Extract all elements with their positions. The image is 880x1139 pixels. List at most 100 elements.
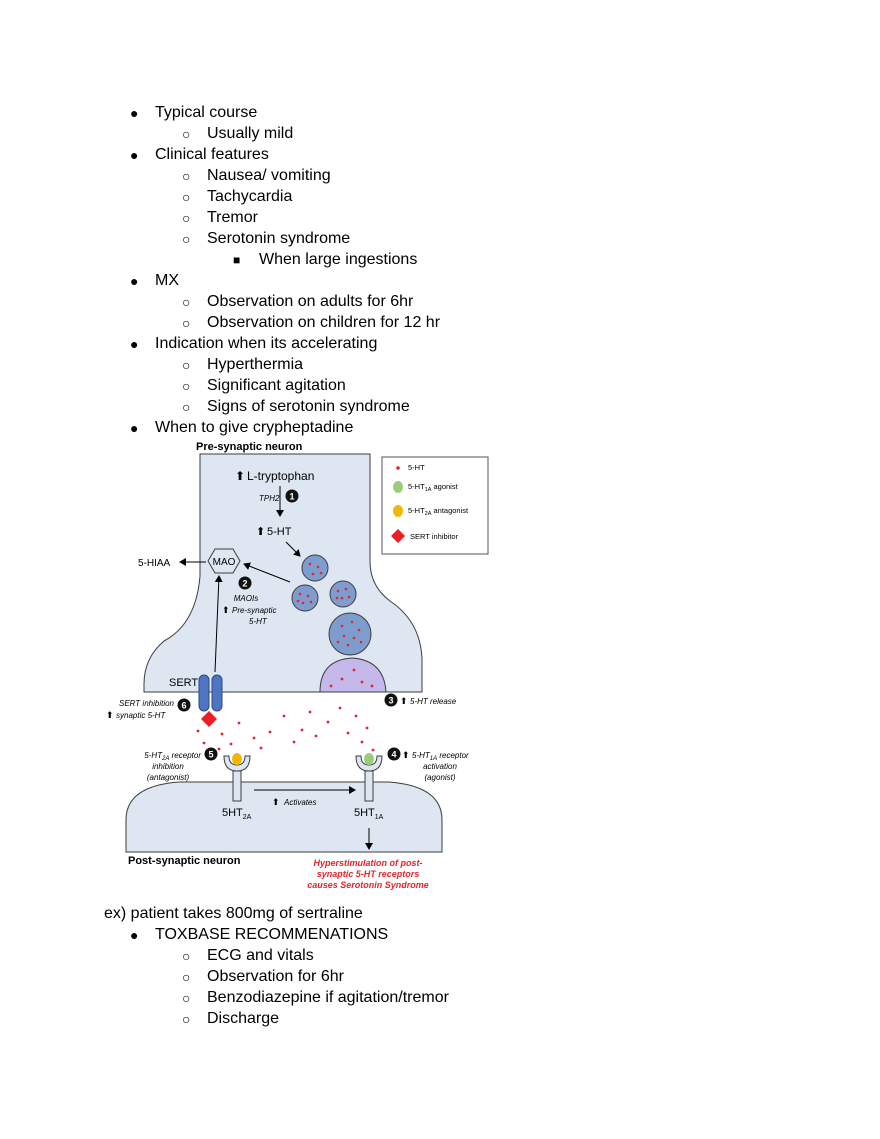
receptor-2a-stem xyxy=(232,770,242,802)
vesicle xyxy=(301,554,329,582)
sert-inhibition-line1: SERT inhibition xyxy=(119,699,175,708)
ltryptophan-label: L-tryptophan xyxy=(247,469,314,483)
legend-serotonin-dot xyxy=(396,466,400,470)
release-label: 5-HT release xyxy=(410,697,457,706)
receptor-1a-caption-line1: 5-HT1A receptor xyxy=(412,751,469,762)
up-arrow-icon: ⬆ xyxy=(400,696,408,706)
presynaptic-neuron-shape xyxy=(143,453,423,693)
list-item: Tachycardia xyxy=(207,188,293,205)
receptor-1a-shape xyxy=(355,755,383,772)
legend-agonist-swatch xyxy=(393,481,403,493)
list-item: Signs of serotonin syndrome xyxy=(207,398,410,415)
legend-sert-inhibitor-label: SERT inhibitor xyxy=(410,532,459,541)
maois-label: MAOIs xyxy=(234,594,258,603)
postsynaptic-label: Post-synaptic neuron xyxy=(128,855,241,867)
list-item: Serotonin syndrome xyxy=(207,230,351,247)
bullet-marker: ○ xyxy=(182,357,191,373)
legend-antagonist-label: 5-HT2A antagonist xyxy=(408,506,469,517)
sert-inhibition-line2: synaptic 5-HT xyxy=(116,711,166,720)
vesicle-to-mao-arrow xyxy=(243,562,291,583)
bullet-marker: ○ xyxy=(182,399,191,415)
step-5-number: 5 xyxy=(208,750,213,760)
bullet-marker: ● xyxy=(130,147,139,163)
vesicle xyxy=(291,584,319,612)
bullet-marker: ○ xyxy=(182,210,191,226)
sert-transporter-left xyxy=(198,674,210,712)
step-4-badge xyxy=(387,747,401,761)
list-item: Clinical features xyxy=(155,146,269,163)
serotonin-to-vesicle-arrow xyxy=(285,541,301,557)
bullet-marker: ● xyxy=(130,420,139,436)
hyperstimulation-line3: causes Serotonin Syndrome xyxy=(307,880,429,890)
legend-agonist-label: 5-HT1A agonist xyxy=(408,482,459,493)
receptor-2a-label: 5HT2A xyxy=(222,807,252,821)
serotonin-label: 5-HT xyxy=(267,526,292,538)
presynaptic-label: Pre-synaptic neuron xyxy=(196,441,303,453)
list-item: Hyperthermia xyxy=(207,356,304,373)
list-item: Usually mild xyxy=(207,125,294,142)
step-6-number: 6 xyxy=(181,701,186,711)
activates-label: Activates xyxy=(283,798,316,807)
step-1-number: 1 xyxy=(289,492,294,502)
hyperstimulation-line2: synaptic 5-HT receptors xyxy=(317,869,420,879)
receptor-2a-shape xyxy=(223,755,251,772)
step-5-badge xyxy=(204,747,218,761)
step-2-number: 2 xyxy=(242,579,247,589)
bullet-marker: ■ xyxy=(233,253,241,267)
vesicle-serotonin-dots xyxy=(296,562,363,647)
vesicle xyxy=(328,612,372,656)
list-item: Typical course xyxy=(155,104,258,121)
mao-enzyme-hexagon xyxy=(207,548,241,574)
example-text: ex) patient takes 800mg of sertraline xyxy=(104,905,363,922)
legend-sert-inhibitor-swatch xyxy=(391,529,405,543)
list-item: Significant agitation xyxy=(207,377,346,394)
bullet-marker: ○ xyxy=(182,948,191,964)
mao-label: MAO xyxy=(213,557,236,568)
serotonin-synapse-diagram: Pre-synaptic neuron Post-synaptic neuron… xyxy=(104,436,504,898)
bullet-marker: ○ xyxy=(182,315,191,331)
bullet-marker: ○ xyxy=(182,378,191,394)
receptor-2a-caption-line1: 5-HT2A receptor xyxy=(144,751,201,762)
receptor-2a-caption-line2: inhibition xyxy=(152,762,184,771)
list-item: Tremor xyxy=(207,209,258,226)
postsynaptic-neuron-shape xyxy=(125,781,443,853)
legend-antagonist-swatch xyxy=(393,505,403,517)
list-item: Observation on children for 12 hr xyxy=(207,314,441,331)
sert-reuptake-arrow xyxy=(214,575,223,673)
list-item: TOXBASE RECOMMENATIONS xyxy=(155,926,389,943)
bullet-marker: ○ xyxy=(182,231,191,247)
synapse-figure: Pre-synaptic neuron Post-synaptic neuron… xyxy=(106,441,489,890)
bullet-marker: ○ xyxy=(182,168,191,184)
sert-label: SERT xyxy=(169,677,198,689)
up-arrow-icon: ⬆ xyxy=(235,469,245,483)
receptor-1a-caption-line3: (agonist) xyxy=(424,773,455,782)
list-item: When to give crypheptadine xyxy=(155,419,354,436)
up-arrow-icon: ⬆ xyxy=(272,797,280,807)
presynaptic-5ht-line2: 5-HT xyxy=(249,617,268,626)
step-6-badge xyxy=(177,698,191,712)
list-item: MX xyxy=(155,272,179,289)
release-zone xyxy=(319,657,387,693)
antagonist-ligand xyxy=(232,753,242,765)
up-arrow-icon: ⬆ xyxy=(256,526,265,538)
synaptic-serotonin-dots xyxy=(196,706,375,752)
bullet-marker: ○ xyxy=(182,969,191,985)
bullet-marker: ● xyxy=(130,336,139,352)
bullet-marker: ● xyxy=(130,927,139,943)
sert-inhibitor-diamond xyxy=(201,711,217,727)
bullet-marker: ○ xyxy=(182,990,191,1006)
5hiaa-label: 5-HIAA xyxy=(138,558,171,569)
step-3-badge xyxy=(384,693,398,707)
bullet-marker: ○ xyxy=(182,189,191,205)
list-item: Benzodiazepine if agitation/tremor xyxy=(207,989,449,1006)
step-4-number: 4 xyxy=(391,750,396,760)
bullet-marker: ○ xyxy=(182,1011,191,1027)
list-item: Discharge xyxy=(207,1010,280,1027)
list-item: Nausea/ vomiting xyxy=(207,167,331,184)
up-arrow-icon: ⬆ xyxy=(106,710,114,720)
list-item: Indication when its accelerating xyxy=(155,335,378,352)
receptor-1a-caption-line2: activation xyxy=(423,762,457,771)
vesicle xyxy=(329,580,357,608)
list-item: ECG and vitals xyxy=(207,947,314,964)
tph2-label: TPH2 xyxy=(259,494,280,503)
